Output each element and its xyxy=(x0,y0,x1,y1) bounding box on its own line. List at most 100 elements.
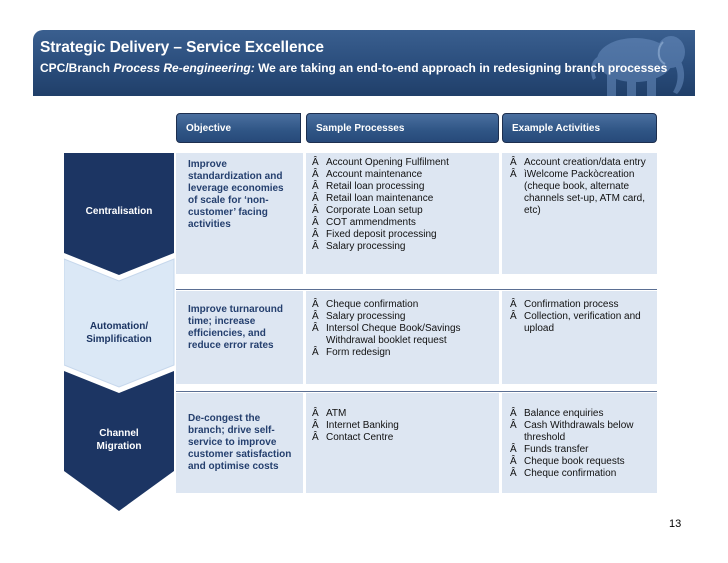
list-item-text: Account maintenance xyxy=(326,169,423,180)
list-item-text: Internet Banking xyxy=(326,420,399,431)
list-item: Â Form redesign xyxy=(312,347,499,359)
list-item: Â ATM xyxy=(312,408,499,420)
stage-label-channel: Channel Migration xyxy=(96,428,142,452)
list-item: Â Confirmation process xyxy=(510,299,651,311)
list-item-text: Balance enquiries xyxy=(524,408,604,419)
list-item-text: Retail loan maintenance xyxy=(326,193,434,204)
list-item-text: Cheque confirmation xyxy=(524,468,617,479)
chevron-automation xyxy=(64,258,175,388)
list-item-text: Fixed deposit processing xyxy=(326,229,437,240)
bullet-glyph: Â xyxy=(510,456,517,467)
list-item: Â Collection, verification and upload xyxy=(510,311,651,335)
stage-label-centralisation: Centralisation xyxy=(85,206,153,217)
list-item-text: Retail loan processing xyxy=(326,181,425,192)
bullet-glyph: Â xyxy=(312,432,319,443)
list-item-text: Salary processing xyxy=(326,241,406,252)
bullet-glyph: Â xyxy=(312,157,319,168)
bullet-glyph: Â xyxy=(510,420,517,431)
bullet-glyph: Â xyxy=(312,311,319,322)
page-number: 13 xyxy=(669,518,682,530)
list-item: Â Internet Banking xyxy=(312,420,499,432)
bullet-glyph: Â xyxy=(312,193,319,204)
chevron-centralisation xyxy=(64,153,174,275)
list-item-text: Account creation/data entry xyxy=(524,157,646,168)
stage-label-automation: Automation/ Simplification xyxy=(86,321,152,345)
list-item-text: COT ammendments xyxy=(326,217,416,228)
bullet-glyph: Â xyxy=(312,217,319,228)
bullet-glyph: Â xyxy=(312,408,319,419)
list-item-text: ATM xyxy=(326,408,347,419)
list-item-text: Salary processing xyxy=(326,311,406,322)
list-item: Â Retail loan maintenance xyxy=(312,193,499,205)
bullet-glyph: Â xyxy=(312,169,319,180)
bullet-glyph: Â xyxy=(312,420,319,431)
list-item-text: Confirmation process xyxy=(524,299,619,310)
list-item: Â Intersol Cheque Book/Savings Withdrawal… xyxy=(312,323,499,347)
list-item: Â Cheque confirmation xyxy=(312,299,499,311)
elephant-logo-icon xyxy=(591,36,685,96)
bullet-glyph: Â xyxy=(312,323,319,334)
bullet-glyph: Â xyxy=(312,205,319,216)
bullet-glyph: Â xyxy=(312,229,319,240)
stage-chevrons xyxy=(64,153,175,511)
bullet-glyph: Â xyxy=(510,444,517,455)
column-header-activities: Example Activities xyxy=(502,113,657,143)
list-item: Â Cheque book requests xyxy=(510,456,651,468)
list-item-text: Intersol Cheque Book/Savings Withdrawal … xyxy=(326,323,461,346)
bullet-glyph: Â xyxy=(312,181,319,192)
bullet-glyph: Â xyxy=(312,347,319,358)
list-item: Â Corporate Loan setup xyxy=(312,205,499,217)
bullet-glyph: Â xyxy=(510,157,517,168)
column-header-processes: Sample Processes xyxy=(306,113,499,143)
list-item-text: Form redesign xyxy=(326,347,391,358)
list-item-text: ìWelcome Packòcreation (cheque book, alt… xyxy=(524,169,645,216)
row-divider xyxy=(176,391,657,392)
list-item: Â Contact Centre xyxy=(312,432,499,444)
bullet-glyph: Â xyxy=(312,299,319,310)
objective-cell-channel: De-congest the branch; drive self-servic… xyxy=(176,393,303,493)
bullet-glyph: Â xyxy=(510,311,517,322)
objective-cell-centralisation: Improve standardization and leverage eco… xyxy=(176,153,303,274)
list-item-text: Account Opening Fulfilment xyxy=(326,157,449,168)
page-subtitle: CPC/Branch Process Re-engineering: We ar… xyxy=(40,61,668,75)
list-item: Â Account maintenance xyxy=(312,169,499,181)
list-item: Â Salary processing xyxy=(312,311,499,323)
list-item-text: Corporate Loan setup xyxy=(326,205,423,216)
list-item-text: Contact Centre xyxy=(326,432,394,443)
header-banner: Strategic Delivery – Service Excellence … xyxy=(33,30,695,96)
list-item-text: Collection, verification and upload xyxy=(524,311,641,334)
bullet-glyph: Â xyxy=(510,468,517,479)
list-item-text: Funds transfer xyxy=(524,444,589,455)
list-item-text: Cheque confirmation xyxy=(326,299,419,310)
list-item-text: Cheque book requests xyxy=(524,456,625,467)
objective-cell-automation: Improve turnaround time; increase effici… xyxy=(176,291,303,384)
chevron-channel xyxy=(64,371,174,511)
list-item: Â Cheque confirmation xyxy=(510,468,651,480)
row-divider xyxy=(176,289,657,290)
bullet-glyph: Â xyxy=(510,299,517,310)
list-item: Â Cash Withdrawals below threshold xyxy=(510,420,651,444)
list-item: Â Funds transfer xyxy=(510,444,651,456)
column-header-objective: Objective xyxy=(176,113,301,143)
bullet-glyph: Â xyxy=(510,169,517,180)
list-item: Â Retail loan processing xyxy=(312,181,499,193)
list-item: Â Fixed deposit processing xyxy=(312,229,499,241)
list-item: Â COT ammendments xyxy=(312,217,499,229)
list-item-text: Cash Withdrawals below threshold xyxy=(524,420,634,443)
page-title: Strategic Delivery – Service Excellence xyxy=(40,39,324,56)
